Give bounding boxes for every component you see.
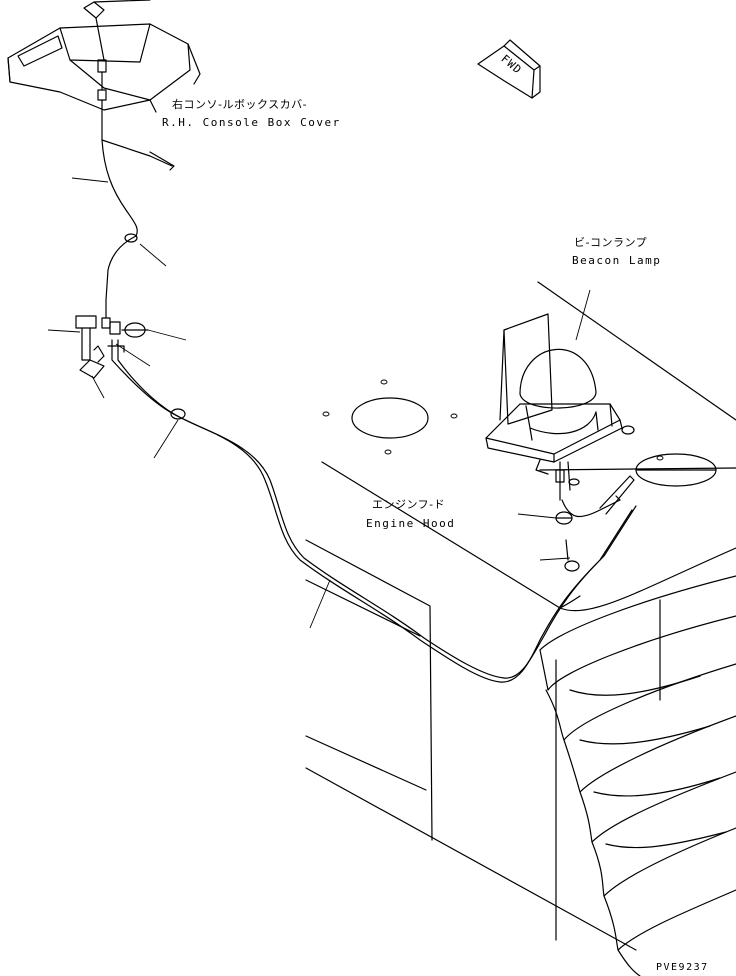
hood-label-en: Engine Hood — [366, 517, 456, 530]
beacon-label-en: Beacon Lamp — [572, 254, 662, 267]
beacon-lamp — [485, 313, 635, 572]
drawing-number: PVE9237 — [656, 962, 709, 973]
console-label-en: R.H. Console Box Cover — [162, 116, 341, 129]
hood-label-jp: エンジンフ-ド — [372, 498, 446, 511]
fwd-arrow — [477, 39, 541, 99]
wire-harness — [101, 99, 637, 683]
bolt-parts — [75, 315, 149, 379]
console-label-jp: 右コンソ-ルボックスカバ- — [172, 98, 308, 111]
console-box-cover — [7, 23, 201, 113]
beacon-label-jp: ビ-コンランプ — [574, 236, 648, 249]
radiator-grille — [539, 575, 736, 976]
engine-hood — [305, 281, 736, 951]
leader-lines — [47, 177, 591, 629]
console-connector — [83, 0, 151, 101]
